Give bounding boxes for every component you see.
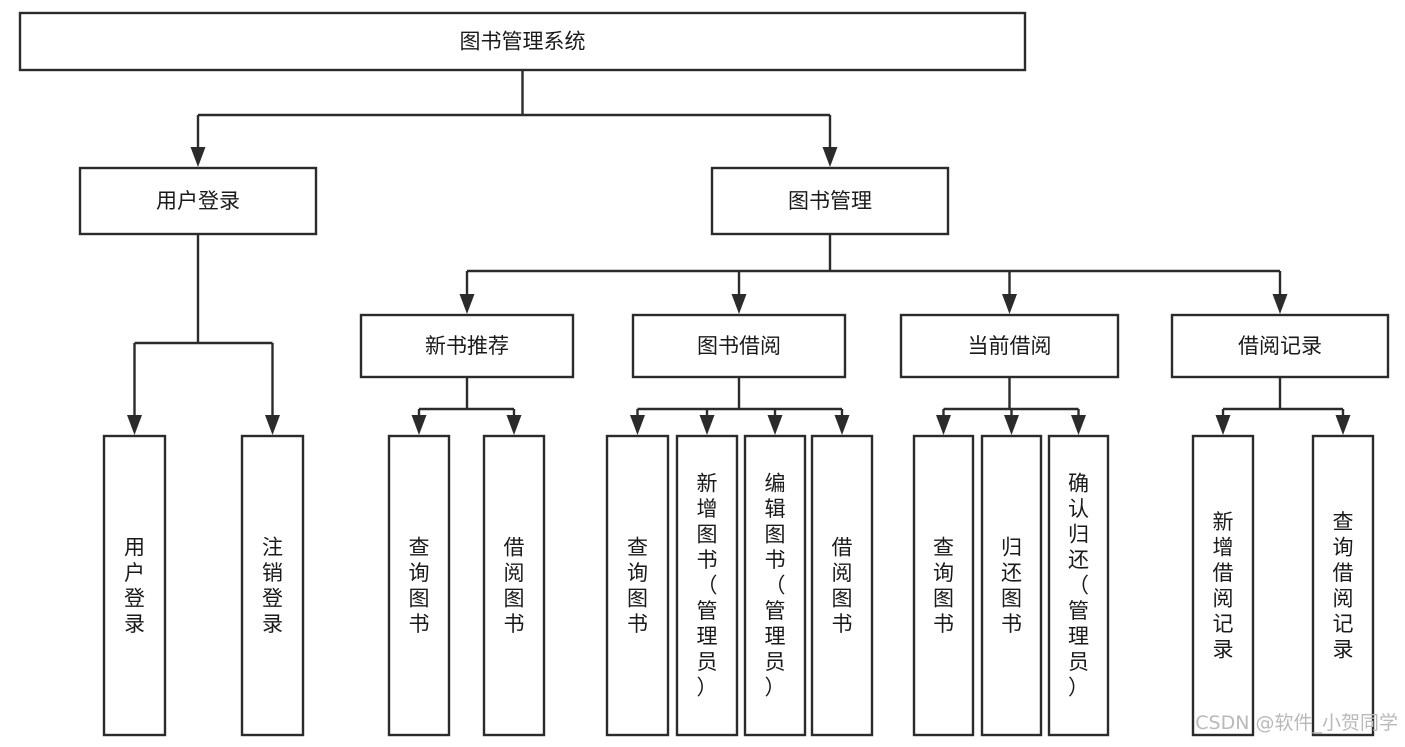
leaf-node-7[interactable]: 借阅图书 [810,434,874,737]
leaf-node-2[interactable]: 查询图书 [387,434,451,737]
leaf-node-5[interactable]: 新增图书（管理员） [675,434,739,737]
level2-node-0-label: 用户登录 [156,189,240,213]
leaf-node-6-label: 编辑图书（管理员） [765,472,786,700]
leaf-node-9-label: 归还图书 [1001,535,1022,636]
leaf-node-12-label: 查询借阅记录 [1333,510,1354,662]
level3-node-1-box[interactable] [631,313,847,379]
leaf-node-0[interactable]: 用户登录 [102,434,167,737]
leaf-node-11-label: 新增借阅记录 [1213,510,1234,662]
level3-3-branch-arrow-1 [1335,415,1351,435]
leaf-node-4-label: 查询图书 [627,535,648,636]
leaf-node-5-box[interactable] [675,434,739,737]
level3-node-0-box[interactable] [359,313,575,379]
book-mgmt-branch-arrow-1 [731,294,747,314]
leaf-node-6[interactable]: 编辑图书（管理员） [743,434,807,737]
leaf-node-11-box[interactable] [1191,434,1255,737]
book-mgmt-branch-arrow-0 [459,294,475,314]
leaf-node-4[interactable]: 查询图书 [605,434,670,737]
leaf-node-1-label: 注销登录 [262,535,283,636]
leaf-node-10-box[interactable] [1047,434,1110,737]
root-branch-arrow-0 [190,147,206,167]
root-node-box[interactable] [18,11,1027,72]
level3-node-0[interactable]: 新书推荐 [359,313,575,379]
level3-0-branch-arrow-1 [506,415,522,435]
level3-1-branch-arrow-2 [767,415,783,435]
level2-node-1-label: 图书管理 [788,189,872,213]
book-mgmt-branch-arrow-2 [1002,294,1017,314]
level2-node-0[interactable]: 用户登录 [78,166,318,236]
level3-node-2[interactable]: 当前借阅 [899,313,1120,379]
leaf-node-9-box[interactable] [980,434,1043,737]
level3-2-branch-arrow-2 [1071,415,1086,435]
level3-node-3[interactable]: 借阅记录 [1170,313,1390,379]
level3-node-2-box[interactable] [899,313,1120,379]
leaf-node-1[interactable]: 注销登录 [240,434,305,737]
level3-1-branch-arrow-0 [630,415,645,435]
level3-node-2-label: 当前借阅 [968,334,1052,358]
user-login-branch-arrow-0 [127,415,142,435]
leaf-node-11[interactable]: 新增借阅记录 [1191,434,1255,737]
level3-2-branch-arrow-0 [936,415,951,435]
book-mgmt-branch-arrow-3 [1272,294,1288,314]
leaf-node-7-box[interactable] [810,434,874,737]
level2-node-0-box[interactable] [78,166,318,236]
leaf-node-3-label: 借阅图书 [504,535,525,636]
leaf-node-7-label: 借阅图书 [832,535,853,636]
root-node-label: 图书管理系统 [460,30,586,54]
leaf-node-10-label: 确认归还（管理员） [1068,472,1089,700]
leaf-node-2-box[interactable] [387,434,451,737]
leaf-node-9[interactable]: 归还图书 [980,434,1043,737]
leaf-node-0-box[interactable] [102,434,167,737]
level3-2-branch-arrow-1 [1004,415,1019,435]
level2-node-1[interactable]: 图书管理 [710,166,950,236]
level3-node-0-label: 新书推荐 [425,334,509,358]
leaf-node-10[interactable]: 确认归还（管理员） [1047,434,1110,737]
csdn-watermark: CSDN @软件_小贺同学 [1195,712,1398,734]
leaf-node-8-box[interactable] [912,434,975,737]
level3-node-3-box[interactable] [1170,313,1390,379]
leaf-node-3[interactable]: 借阅图书 [482,434,546,737]
level2-node-1-box[interactable] [710,166,950,236]
leaf-node-2-label: 查询图书 [409,535,430,636]
nodes-layer: 图书管理系统用户登录图书管理新书推荐图书借阅当前借阅借阅记录用户登录注销登录查询… [18,11,1390,737]
level3-node-1[interactable]: 图书借阅 [631,313,847,379]
level3-3-branch-arrow-0 [1215,415,1231,435]
level3-1-branch-arrow-1 [699,415,715,435]
leaf-node-0-label: 用户登录 [124,535,145,636]
leaf-node-4-box[interactable] [605,434,670,737]
connector-lines-layer [127,70,1351,435]
root-node[interactable]: 图书管理系统 [18,11,1027,72]
leaf-node-3-box[interactable] [482,434,546,737]
leaf-node-5-label: 新增图书（管理员） [697,472,718,700]
leaf-node-8[interactable]: 查询图书 [912,434,975,737]
leaf-node-1-box[interactable] [240,434,305,737]
user-login-branch-arrow-1 [265,415,280,435]
leaf-node-6-box[interactable] [743,434,807,737]
level3-node-3-label: 借阅记录 [1238,334,1322,358]
level3-1-branch-arrow-3 [834,415,850,435]
leaf-node-12[interactable]: 查询借阅记录 [1311,434,1375,737]
level3-node-1-label: 图书借阅 [697,334,781,358]
leaf-node-8-label: 查询图书 [933,535,954,636]
leaf-node-12-box[interactable] [1311,434,1375,737]
root-branch-arrow-1 [822,147,838,167]
level3-0-branch-arrow-0 [411,415,427,435]
